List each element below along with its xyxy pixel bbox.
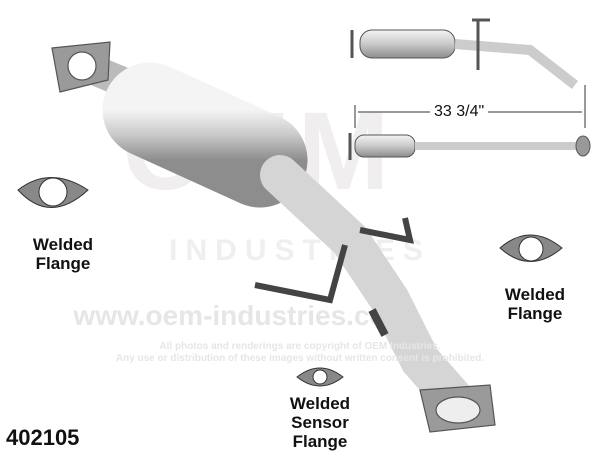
right-flange-icon bbox=[499, 234, 563, 262]
label-line: Welded bbox=[504, 285, 566, 304]
left-flange-label: Welded Flange bbox=[18, 235, 108, 273]
watermark-url: www.oem-industries.com bbox=[73, 300, 412, 331]
watermark-line1: All photos and renderings are copyright … bbox=[159, 341, 441, 352]
sensor-flange-icon bbox=[296, 367, 344, 387]
main-converter bbox=[51, 41, 496, 433]
watermark-line2: Any use or distribution of these images … bbox=[115, 353, 485, 364]
sensor-flange-label: Welded Sensor Flange bbox=[275, 394, 365, 451]
label-line: Welded bbox=[32, 235, 94, 254]
label-line: Flange bbox=[507, 304, 563, 323]
top-view-icon bbox=[348, 18, 591, 160]
part-number: 402105 bbox=[6, 425, 80, 450]
label-line: Welded bbox=[289, 394, 351, 413]
left-flange-icon bbox=[17, 177, 89, 208]
label-line: Sensor bbox=[291, 413, 349, 432]
label-line: Flange bbox=[292, 432, 348, 451]
dimension-label: 33 3/4" bbox=[430, 102, 489, 121]
right-flange-label: Welded Flange bbox=[490, 285, 580, 323]
label-line: Flange bbox=[35, 254, 91, 273]
